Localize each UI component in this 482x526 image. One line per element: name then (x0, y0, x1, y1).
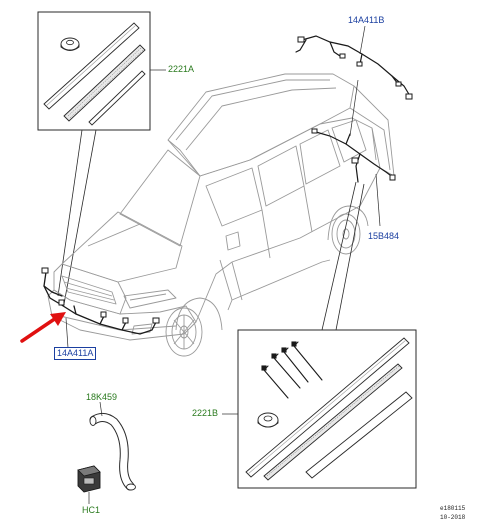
tape-part-textured (63, 44, 146, 122)
rear-harness-15b484 (311, 128, 396, 183)
callout-2221b[interactable]: 2221B (192, 408, 219, 418)
leader-lines-2221a (57, 129, 97, 305)
tape-part-rear (263, 363, 403, 481)
leader-14a411a (65, 317, 69, 349)
front-harness-14a411a (41, 267, 160, 335)
detail-box-2221b (222, 329, 417, 489)
strip-part-thin (88, 70, 146, 126)
callout-18k459[interactable]: 18K459 (86, 392, 118, 402)
rear-harness-14a411b (295, 35, 413, 100)
leader-14a411b (359, 25, 366, 55)
hose-18k459 (89, 401, 136, 491)
callout-14a411b[interactable]: 14A411B (348, 15, 385, 25)
washer-part (60, 37, 80, 51)
strip-part-rear (305, 391, 413, 479)
leader-15b484 (375, 173, 381, 227)
callout-14a411a[interactable]: 14A411A (54, 347, 97, 360)
cable-ties (261, 341, 323, 399)
sleeve-part-long (43, 22, 140, 110)
highlight-arrow (20, 312, 66, 343)
illustration-code: e180115 (440, 505, 466, 512)
callout-hc1[interactable]: HC1 (82, 505, 101, 515)
module-hc1 (77, 465, 101, 504)
detail-box-2221a (37, 11, 166, 131)
sleeve-part-rear-long (245, 337, 410, 478)
washer-part-rear (257, 412, 279, 428)
leader-lines-2221b (321, 181, 365, 331)
callout-15b484[interactable]: 15B484 (368, 231, 400, 241)
leader-14a411b-car (349, 79, 359, 137)
illustration-date: 10-2018 (440, 514, 466, 521)
callout-2221a[interactable]: 2221A (168, 64, 195, 74)
